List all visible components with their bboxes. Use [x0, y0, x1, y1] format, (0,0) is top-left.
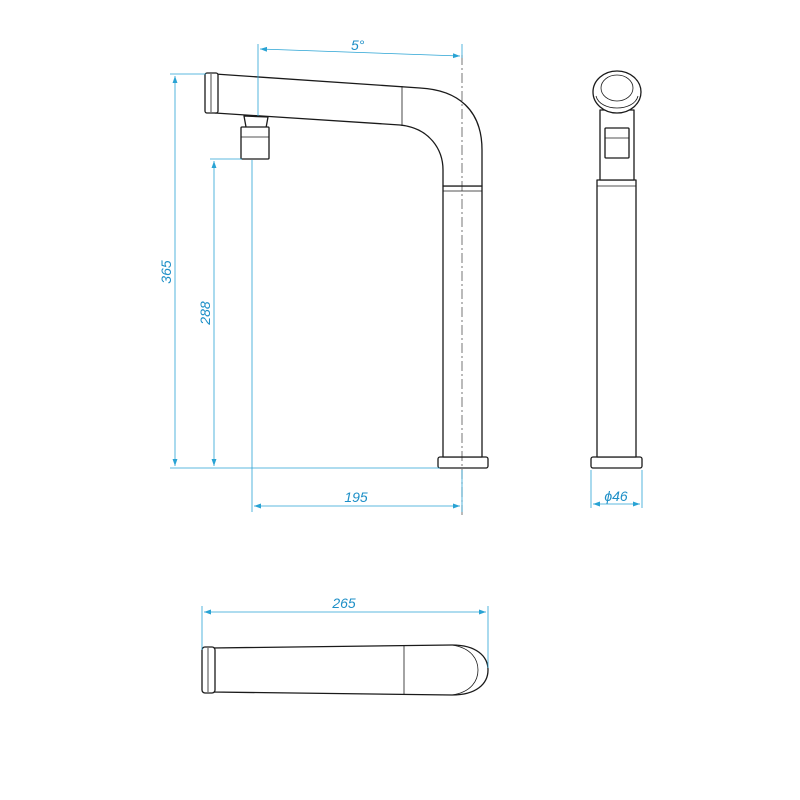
base-diameter-label: ϕ46	[604, 488, 628, 504]
base-plate	[437, 456, 489, 469]
end-aerator	[604, 127, 630, 159]
spout-cap	[204, 72, 219, 114]
top-bend-curve	[451, 644, 479, 696]
outlet-neck	[243, 115, 269, 129]
end-view-dimensions	[590, 470, 643, 508]
length-label: 265	[331, 595, 356, 611]
end-spout-head	[592, 70, 642, 114]
end-body	[596, 179, 637, 458]
angle-5-line	[259, 46, 461, 59]
end-view	[590, 70, 643, 469]
top-spout-arm	[211, 644, 489, 696]
spout-height-label: 288	[197, 301, 213, 326]
vertical-body	[442, 185, 483, 458]
end-spout-lip	[595, 95, 639, 109]
side-view	[204, 55, 489, 515]
top-view-dimensions	[201, 606, 489, 668]
reach-label: 195	[344, 489, 368, 505]
side-view-dimensions	[170, 44, 463, 512]
end-spout-inner	[600, 74, 634, 102]
total-height-label: 365	[158, 260, 174, 284]
end-base-plate	[590, 456, 643, 469]
top-view	[201, 644, 489, 696]
aerator	[240, 126, 270, 160]
angle-label: 5°	[351, 37, 365, 53]
top-spout-cap	[201, 646, 216, 694]
